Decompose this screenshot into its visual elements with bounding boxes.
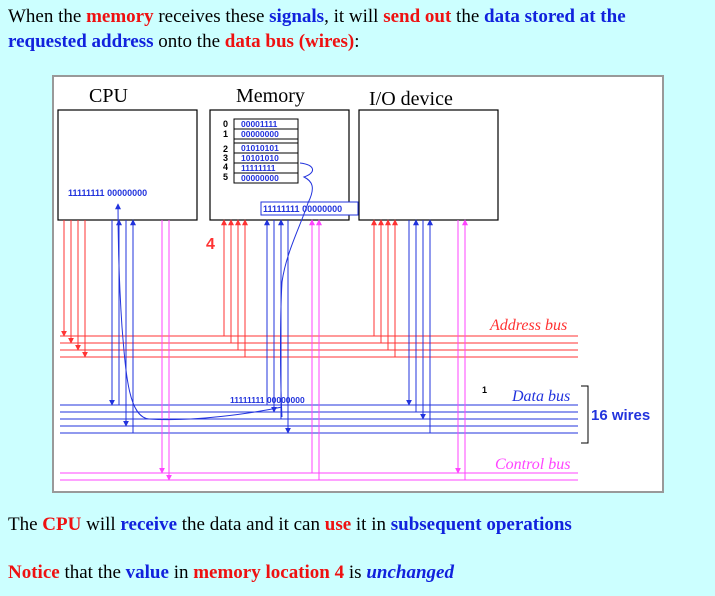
intro-text: When the memory receives these signals, …	[8, 6, 626, 52]
memory-title: Memory	[236, 85, 305, 107]
kw-data-stored: data stored at the requested address	[8, 6, 626, 52]
kw-receive: receive	[120, 514, 178, 535]
memory-addr-1: 1	[223, 129, 228, 139]
wires-label: 16 wires	[591, 407, 650, 424]
kw-location: memory location 4	[193, 562, 345, 583]
data-bus-label: Data bus	[511, 388, 570, 405]
memory-cells	[233, 118, 299, 184]
kw-signals: signals	[269, 6, 325, 27]
bus-diagram: CPU Memory I/O device 11111111 00000000 …	[57, 85, 650, 481]
memory-value-4: 11111111	[241, 163, 276, 173]
cpu-box	[57, 109, 198, 221]
io-title: I/O device	[369, 88, 453, 110]
io-box	[358, 109, 499, 221]
kw-subsequent: subsequent operations	[390, 514, 572, 535]
cpu-title: CPU	[89, 85, 128, 107]
kw-notice: Notice	[8, 562, 60, 583]
memory-output: 11111111 00000000	[263, 204, 342, 214]
memory-value-3: 10101010	[241, 153, 279, 163]
diagram-frame: CPU Memory I/O device 11111111 00000000 …	[52, 75, 664, 493]
address-marker: 4	[206, 236, 215, 253]
kw-value: value	[125, 562, 169, 583]
memory-addr-2: 2	[223, 144, 228, 154]
memory-value-1: 00000000	[241, 129, 279, 139]
cpu-register: 11111111 00000000	[68, 188, 147, 198]
control-bus-label: Control bus	[495, 456, 570, 473]
memory-value-0: 00001111	[241, 119, 278, 129]
memory-addr-5: 5	[223, 172, 228, 182]
kw-memory: memory	[86, 6, 154, 27]
data-to-cpu-curve	[115, 203, 283, 421]
memory-addr-3: 3	[223, 153, 228, 163]
kw-send-out: send out	[383, 6, 452, 27]
kw-cpu: CPU	[42, 514, 82, 535]
address-bus-label: Address bus	[489, 317, 567, 334]
small-marker: 1	[482, 385, 487, 395]
kw-use: use	[324, 514, 352, 535]
cpu-receive-text: The CPU will receive the data and it can…	[8, 514, 572, 535]
data-bus-bracket	[581, 385, 589, 444]
memory-addr-0: 0	[223, 119, 228, 129]
memory-output-box	[260, 201, 359, 216]
memory-read-curve	[280, 162, 313, 418]
memory-value-2: 01010101	[241, 143, 279, 153]
kw-data-bus: data bus (wires)	[224, 31, 355, 52]
notice-text: Notice that the value in memory location…	[8, 562, 454, 583]
memory-addr-4: 4	[223, 162, 228, 172]
kw-unchanged: unchanged	[366, 562, 454, 583]
memory-value-5: 00000000	[241, 173, 279, 183]
